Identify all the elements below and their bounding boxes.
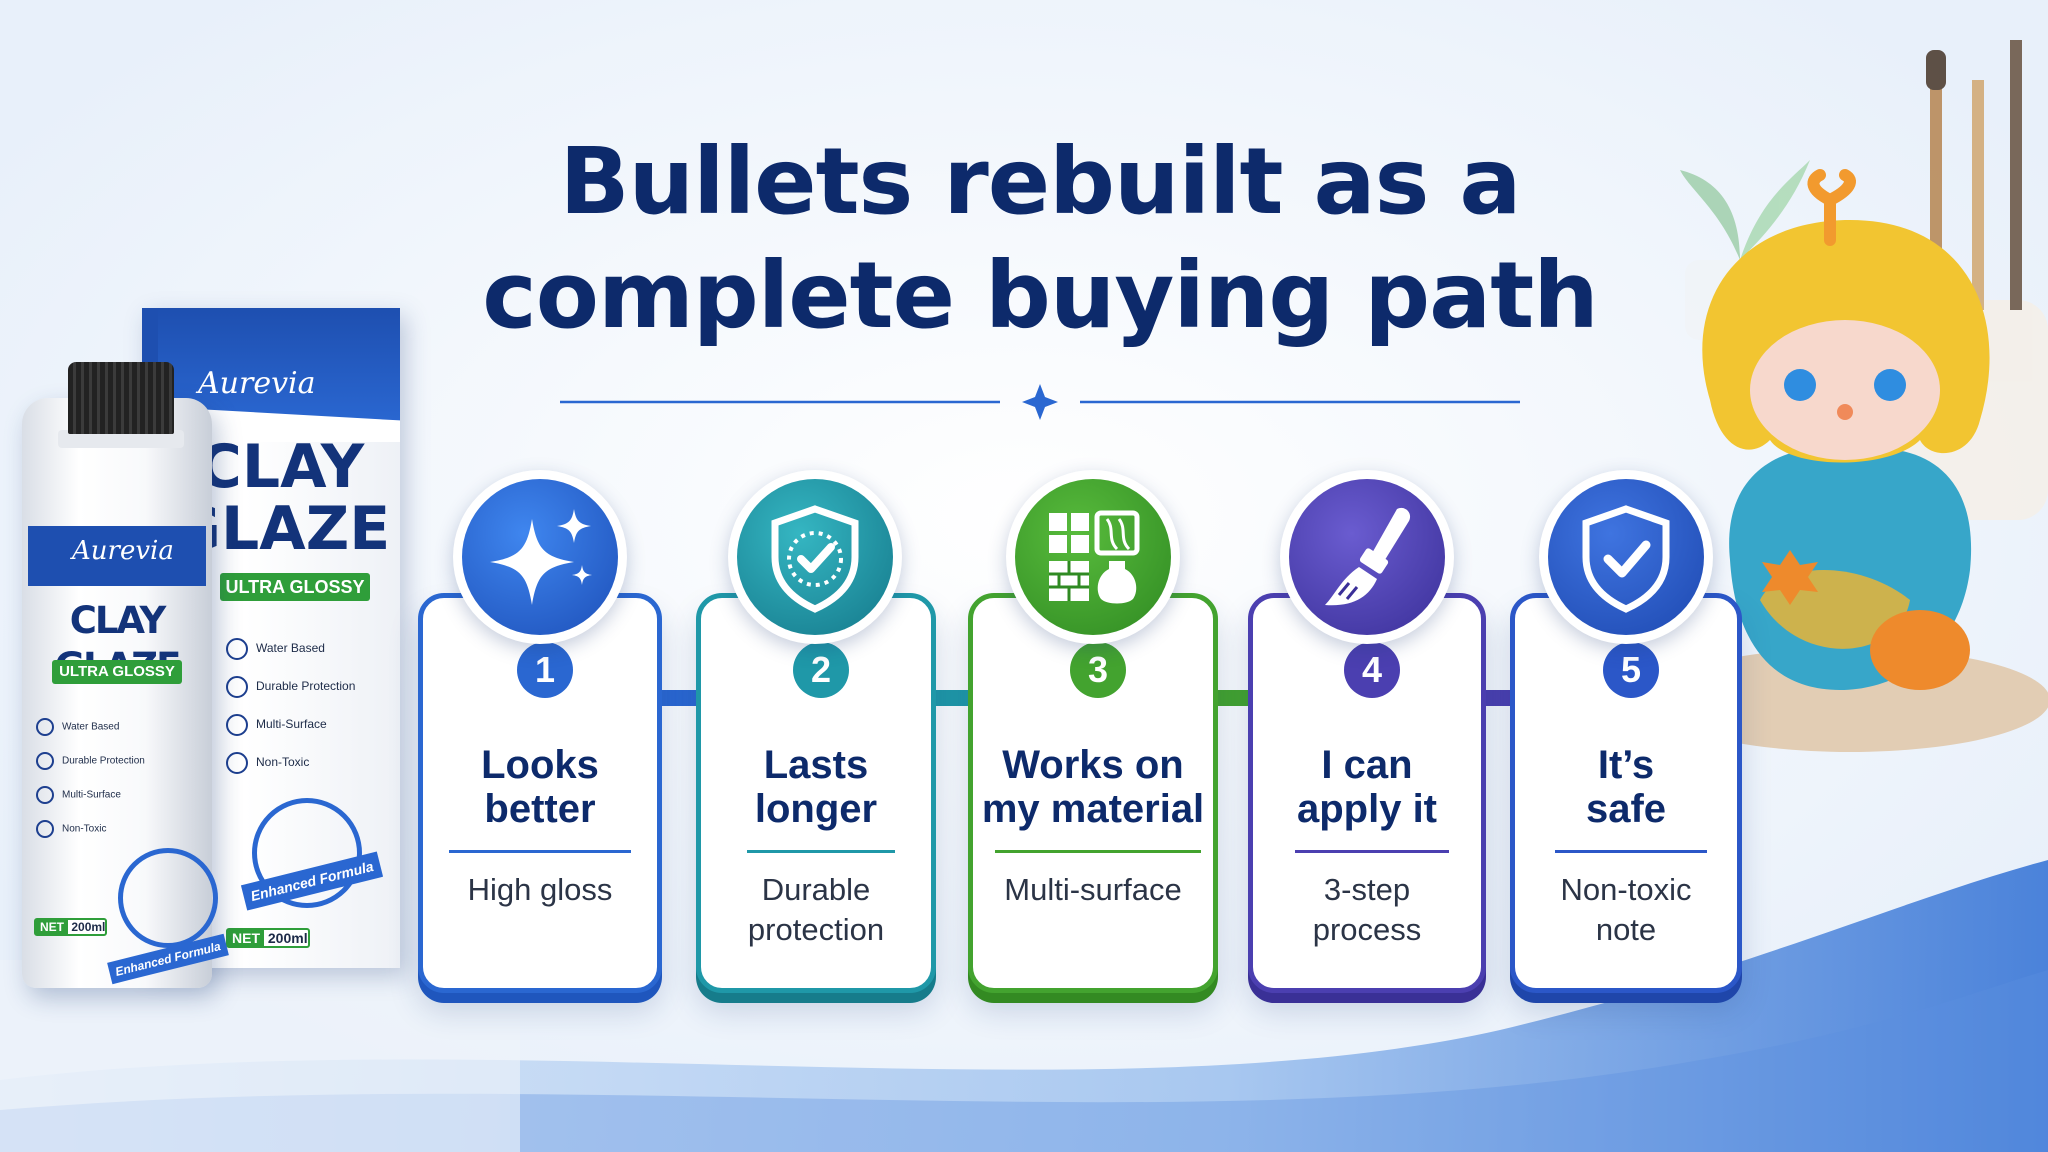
sparkle-icon	[490, 509, 592, 605]
surfaces-icon	[1049, 510, 1140, 604]
figurine-icon	[1702, 169, 1990, 690]
bottle-seal-icon	[118, 848, 218, 948]
step-icon-badge	[1539, 470, 1713, 644]
box-feature-2: Durable Protection	[226, 676, 355, 698]
step-icon-badge	[1280, 470, 1454, 644]
step-divider	[1295, 850, 1449, 853]
product-mockup: Aurevia CLAY GLAZE ULTRA GLOSSY Water Ba…	[0, 290, 420, 1010]
bottle-feature-2: Durable Protection	[36, 752, 145, 770]
step-number-badge: 4	[1344, 642, 1400, 698]
shield-icon	[36, 752, 54, 770]
shield-check-icon	[771, 505, 859, 613]
bottle-cap	[68, 362, 174, 434]
leaf-icon	[36, 820, 54, 838]
box-net-volume: NET 200ml	[226, 928, 310, 948]
box-feature-1: Water Based	[226, 638, 325, 660]
bottle-label-band	[28, 526, 206, 586]
box-feature-3: Multi-Surface	[226, 714, 327, 736]
step-number-badge: 2	[793, 642, 849, 698]
grid-icon	[36, 786, 54, 804]
step-divider	[1555, 850, 1707, 853]
divider-star-icon	[1022, 384, 1058, 420]
box-title-1: CLAY	[197, 432, 365, 502]
drop-icon	[226, 638, 248, 660]
title-divider	[560, 384, 1520, 420]
step-divider	[449, 850, 631, 853]
shield-check-icon	[1582, 505, 1670, 613]
step-icon-badge	[728, 470, 902, 644]
bottle-feature-3: Multi-Surface	[36, 786, 121, 804]
headline-line-2: complete buying path	[482, 242, 1598, 349]
step-subtitle: Multi-surface	[1004, 872, 1182, 907]
bottle-feature-4: Non-Toxic	[36, 820, 106, 838]
bottle-ultra-glossy-tag: ULTRA GLOSSY	[52, 660, 182, 684]
headline: Bullets rebuilt as a complete buying pat…	[430, 125, 1650, 353]
step-divider	[995, 850, 1201, 853]
leaf-icon	[226, 752, 248, 774]
decor-scene	[1680, 40, 2048, 752]
step-icon-badge	[453, 470, 627, 644]
grid-icon	[226, 714, 248, 736]
step-number-badge: 5	[1603, 642, 1659, 698]
shield-icon	[226, 676, 248, 698]
box-feature-4: Non-Toxic	[226, 752, 309, 774]
bottle-net-volume: NET 200ml	[34, 918, 108, 936]
step-number-badge: 3	[1070, 642, 1126, 698]
step-icon-badge	[1006, 470, 1180, 644]
step-divider	[747, 850, 895, 853]
box-ultra-glossy-tag: ULTRA GLOSSY	[220, 573, 370, 601]
box-seal-icon	[252, 798, 362, 908]
brush-icon	[1325, 507, 1411, 606]
product-bottle: Aurevia CLAY GLAZE ULTRA GLOSSY Water Ba…	[22, 398, 229, 988]
bottle-brand-logo: Aurevia	[72, 536, 174, 566]
bottle-feature-1: Water Based	[36, 718, 119, 736]
box-brand-logo: Aurevia	[198, 366, 316, 401]
step-subtitle: High gloss	[467, 872, 613, 907]
drop-icon	[36, 718, 54, 736]
headline-line-1: Bullets rebuilt as a	[559, 128, 1521, 235]
step-number-badge: 1	[517, 642, 573, 698]
